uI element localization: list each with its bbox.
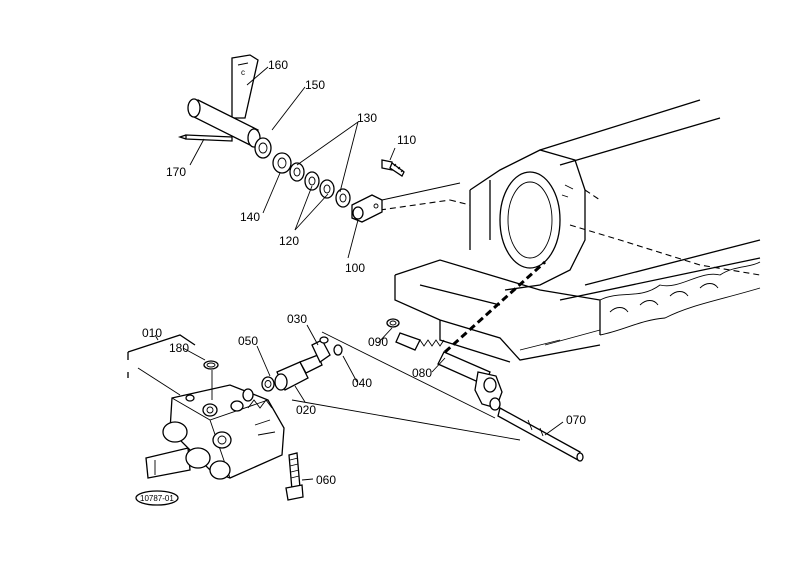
label-130: 130: [357, 111, 377, 125]
bolt-060: [285, 452, 304, 501]
lever-assembly: c: [177, 54, 461, 223]
label-140: 140: [240, 210, 260, 224]
tractor-chassis: [379, 99, 761, 363]
label-090: 090: [368, 335, 388, 349]
label-040: 040: [352, 376, 372, 390]
label-180: 180: [169, 341, 189, 355]
part-labels: 160 150 130 110 170 140 120 100 030 010 …: [142, 58, 586, 487]
valve-block: [127, 334, 285, 480]
phantom-rod-line: [443, 260, 547, 354]
label-010: 010: [142, 326, 162, 340]
label-060: 060: [316, 473, 336, 487]
connector-assembly: [274, 331, 521, 441]
leader-lines: [154, 66, 564, 481]
svg-text:c: c: [241, 68, 245, 77]
label-100: 100: [345, 261, 365, 275]
reference-code: 10787-01: [140, 494, 174, 503]
label-050: 050: [238, 334, 258, 348]
reference-stamp: 10787-01: [135, 490, 179, 506]
label-030: 030: [287, 312, 307, 326]
label-080: 080: [412, 366, 432, 380]
label-160: 160: [268, 58, 288, 72]
label-150: 150: [305, 78, 325, 92]
label-110: 110: [397, 133, 416, 147]
label-120: 120: [279, 234, 299, 248]
label-170: 170: [166, 165, 186, 179]
control-rod: [386, 318, 584, 462]
label-020: 020: [296, 403, 316, 417]
label-070: 070: [566, 413, 586, 427]
